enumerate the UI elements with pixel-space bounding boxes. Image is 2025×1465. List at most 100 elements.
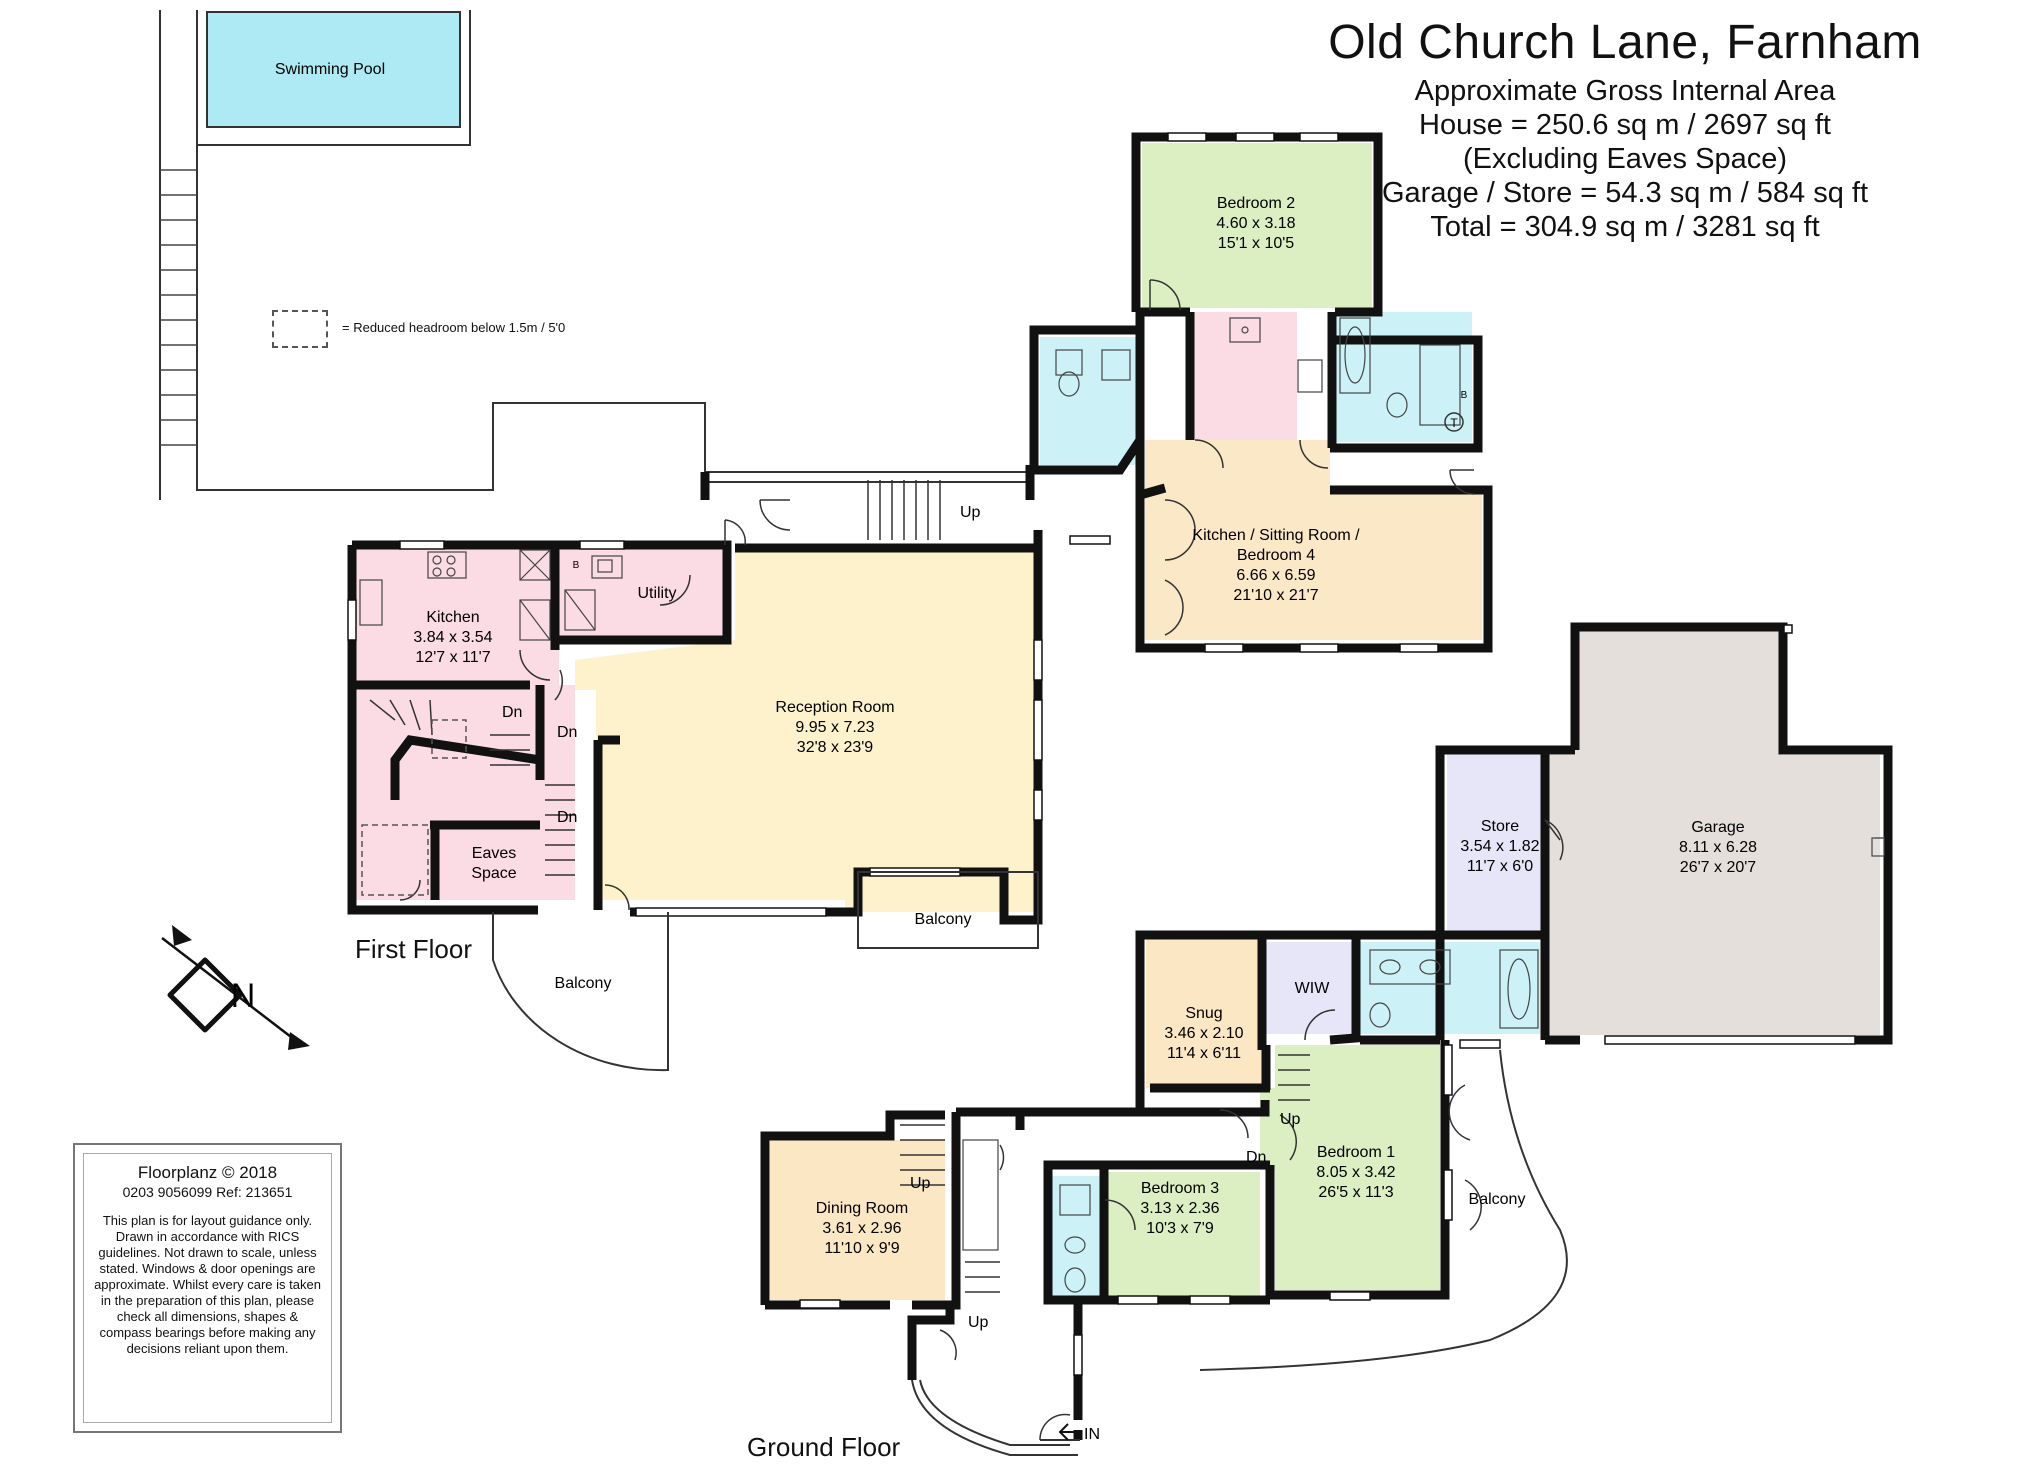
garage xyxy=(1545,630,1880,1035)
reference-text: 0203 9056099 Ref: 213651 xyxy=(122,1184,293,1200)
kitchen-sitting-room xyxy=(1145,440,1482,640)
walk-in-wardrobe xyxy=(1266,942,1356,1034)
reception-metric: 9.95 x 7.23 xyxy=(795,719,874,736)
excluding-note: (Excluding Eaves Space) xyxy=(1463,143,1787,175)
property-title: Old Church Lane, Farnham xyxy=(1328,16,1922,69)
kitchen-sitting-label-2: Bedroom 4 xyxy=(1237,547,1315,564)
ground-floor-walls xyxy=(760,622,1893,1440)
dining-room xyxy=(770,1140,945,1300)
dining-room-metric: 3.61 x 2.96 xyxy=(822,1220,901,1237)
pool-label: Swimming Pool xyxy=(275,61,385,78)
reception-imperial: 32'8 x 23'9 xyxy=(797,739,873,756)
bedroom-1-metric: 8.05 x 3.42 xyxy=(1316,1164,1395,1181)
garage-area: Garage / Store = 54.3 sq m / 584 sq ft xyxy=(1381,177,1869,209)
dining-room-label: Dining Room xyxy=(816,1200,908,1217)
eaves-label-2: Space xyxy=(471,865,516,882)
balcony-label-3: Balcony xyxy=(1469,1191,1526,1208)
balcony-label-2: Balcony xyxy=(555,975,612,992)
legend-dashed-box xyxy=(272,310,328,348)
utility-label: Utility xyxy=(637,585,676,602)
terrace-steps xyxy=(160,169,197,446)
kitchenette xyxy=(1192,312,1297,440)
entrance-label: IN xyxy=(1084,1426,1100,1443)
total-area: Total = 304.9 sq m / 3281 sq ft xyxy=(1430,211,1820,243)
copyright-notice: Floorplanz © 2018 0203 9056099 Ref: 2136… xyxy=(73,1143,342,1433)
swimming-pool xyxy=(206,11,461,128)
stairs-up-label-1: Up xyxy=(960,504,981,521)
balcony-label-1: Balcony xyxy=(915,911,972,928)
entrance-arrow-icon xyxy=(1058,1423,1080,1441)
ground-floor-windows xyxy=(799,624,1856,1376)
wiw-label: WIW xyxy=(1295,980,1331,997)
first-floor-doors xyxy=(399,279,1475,911)
garage-label: Garage xyxy=(1691,819,1744,836)
eaves-dashed xyxy=(361,719,467,896)
ground-exterior xyxy=(911,1049,1568,1456)
store xyxy=(1447,752,1545,932)
ground-floor-fittings xyxy=(962,837,1885,1293)
stairs-down-label-4: Dn xyxy=(1246,1149,1266,1166)
bedroom-3-metric: 3.13 x 2.36 xyxy=(1140,1200,1219,1217)
utility xyxy=(559,548,729,640)
first-floor-label: First Floor xyxy=(355,934,472,964)
disclaimer-text: This plan is for layout guidance only. D… xyxy=(94,1213,321,1356)
dining-room-imperial: 11'10 x 9'9 xyxy=(824,1240,899,1257)
bedroom-2-imperial: 15'1 x 10'5 xyxy=(1218,235,1294,252)
bedroom-2-metric: 4.60 x 3.18 xyxy=(1216,215,1295,232)
bedroom-3-label: Bedroom 3 xyxy=(1141,1180,1219,1197)
bedroom-3-ensuite xyxy=(1048,1176,1100,1304)
tank-icon xyxy=(1444,412,1464,432)
house-area: House = 250.6 sq m / 2697 sq ft xyxy=(1419,109,1831,141)
kitchen-sitting-metric: 6.66 x 6.59 xyxy=(1236,567,1315,584)
garage-metric: 8.11 x 6.28 xyxy=(1679,839,1757,856)
plan-header: Old Church Lane, Farnham Approximate Gro… xyxy=(1275,12,1975,244)
kitchen-metric: 3.84 x 3.54 xyxy=(413,629,492,646)
ground-floor-doors xyxy=(939,819,1564,1441)
compass-icon xyxy=(161,925,310,1050)
compass-north-label: N xyxy=(231,977,256,1015)
bedroom-1-imperial: 26'5 x 11'3 xyxy=(1318,1184,1393,1201)
store-label: Store xyxy=(1481,818,1519,835)
ground-floor-stairs xyxy=(900,1054,1310,1293)
kitchen-fittings xyxy=(359,317,1461,641)
bedroom-1 xyxy=(1260,1045,1440,1290)
notice-border xyxy=(83,1153,332,1423)
reception-room xyxy=(575,548,1038,912)
stairs-down-label-2: Dn xyxy=(557,724,577,741)
bathroom-right xyxy=(1332,312,1472,442)
stairs-down-label-3: Dn xyxy=(557,809,577,826)
eaves-label: Eaves xyxy=(472,845,516,862)
reception-label: Reception Room xyxy=(775,699,894,716)
boiler-label: B xyxy=(573,560,580,571)
kitchen-label: Kitchen xyxy=(426,609,479,626)
stairs-up-label-3: Up xyxy=(968,1314,989,1331)
bedroom-1-label: Bedroom 1 xyxy=(1317,1144,1395,1161)
garage-imperial: 26'7 x 20'7 xyxy=(1680,859,1756,876)
bedroom-3-imperial: 10'3 x 7'9 xyxy=(1146,1220,1214,1237)
ground-floor-label: Ground Floor xyxy=(747,1432,901,1462)
first-floor-stairs xyxy=(369,480,941,876)
bedroom-2-label: Bedroom 2 xyxy=(1217,195,1295,212)
legend-text: = Reduced headroom below 1.5m / 5'0 xyxy=(342,320,566,335)
copyright-text: Floorplanz © 2018 xyxy=(137,1163,278,1182)
snug-imperial: 11'4 x 6'11 xyxy=(1167,1045,1241,1062)
area-heading: Approximate Gross Internal Area xyxy=(1414,75,1836,107)
headroom-legend: = Reduced headroom below 1.5m / 5'0 xyxy=(272,308,752,352)
kitchen-sitting-label: Kitchen / Sitting Room / xyxy=(1192,527,1360,544)
store-metric: 3.54 x 1.82 xyxy=(1460,838,1539,855)
tank-label: T xyxy=(1450,416,1458,430)
boiler-label-2: B xyxy=(1461,390,1468,401)
snug-label: Snug xyxy=(1185,1005,1222,1022)
stairs-up-label-2: Up xyxy=(910,1175,931,1192)
bathroom-left xyxy=(1040,337,1138,465)
snug-metric: 3.46 x 2.10 xyxy=(1164,1025,1243,1042)
stairs-up-label-4: Up xyxy=(1280,1111,1301,1128)
stairs-down-label-1: Dn xyxy=(502,704,522,721)
bedroom-2 xyxy=(1142,143,1372,308)
kitchen-sitting-imperial: 21'10 x 21'7 xyxy=(1233,587,1318,604)
kitchen xyxy=(352,545,559,685)
kitchen-imperial: 12'7 x 11'7 xyxy=(415,649,490,666)
bedroom-3 xyxy=(1100,1172,1260,1302)
snug xyxy=(1146,938,1266,1088)
